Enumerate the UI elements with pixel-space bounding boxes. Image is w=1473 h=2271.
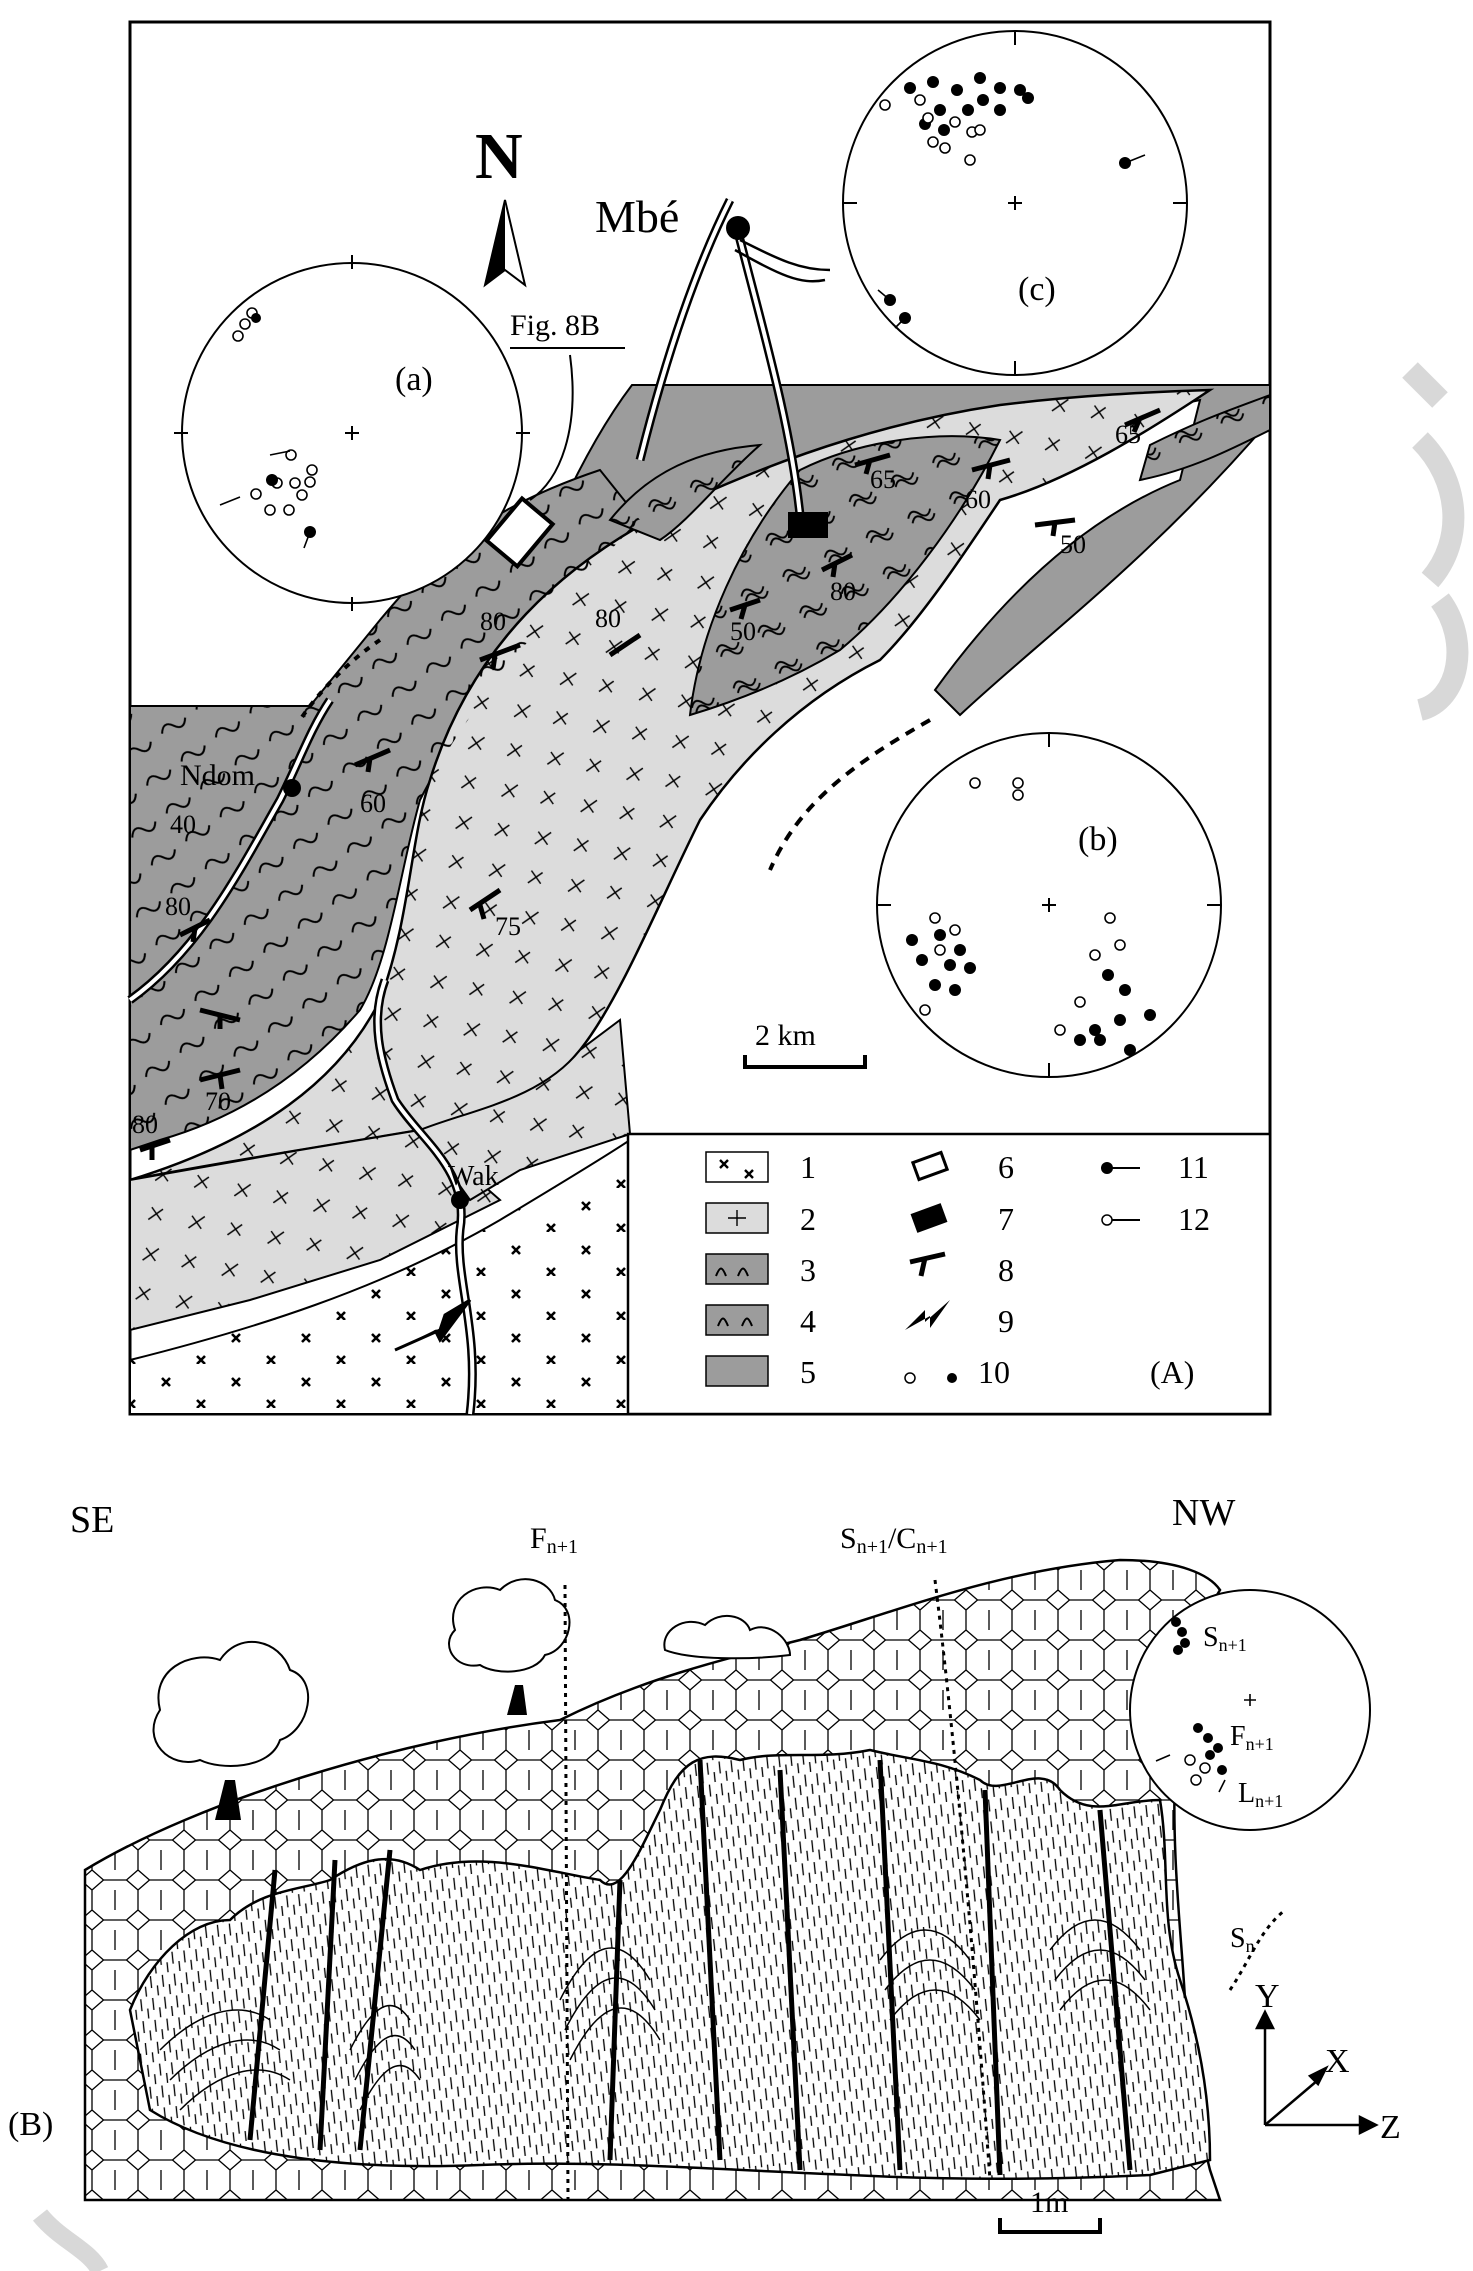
stereonet-a: (a) xyxy=(174,255,530,611)
fig-8b-location-box xyxy=(483,495,556,570)
dip-value: 60 xyxy=(360,789,386,818)
place-mbe: Mbé xyxy=(595,191,679,242)
legend-item-number: 6 xyxy=(998,1149,1014,1185)
dip-symbols xyxy=(139,407,1161,1160)
dip-value: 80 xyxy=(165,892,191,921)
dip-value: 50 xyxy=(1060,530,1086,559)
shear-arrow-icon xyxy=(394,1298,472,1352)
sn1-label: Sn+1 xyxy=(1203,1622,1247,1655)
town-ndom-marker xyxy=(283,779,301,797)
sn-label: Sn xyxy=(1230,1923,1255,1956)
scale-bar-a: 2 km xyxy=(743,1019,867,1069)
legend-item-number: 9 xyxy=(998,1303,1014,1339)
direction-se: SE xyxy=(70,1499,114,1541)
north-label: N xyxy=(475,120,523,193)
tree-icon xyxy=(152,1641,309,1820)
fn1-label: Fn+1 xyxy=(1230,1721,1274,1754)
dip-value: 80 xyxy=(830,577,856,606)
tree-icon xyxy=(448,1578,571,1715)
schistosity-label: Sn+1/Cn+1 xyxy=(840,1522,948,1558)
place-wak: Wak xyxy=(448,1161,499,1192)
legend-item-number: 11 xyxy=(1178,1149,1209,1185)
dip-value: 80 xyxy=(480,607,506,636)
dip-value: 75 xyxy=(495,912,521,941)
dip-value: 60 xyxy=(965,485,991,514)
map-legend: 1 2 3 4 5 6 7 8 9 10 11 12 (A) xyxy=(626,1132,1272,1416)
legend-item-number: 10 xyxy=(978,1354,1010,1390)
xyz-axes-icon xyxy=(1254,2009,1379,2136)
location-marker-7 xyxy=(788,512,828,538)
outcrop-sketch: SE NW (B) Fn+1 Sn+1/Cn+1 Sn+1 Fn+1 Ln+1 … xyxy=(8,1492,1401,2234)
panel-a-label: (A) xyxy=(1150,1354,1194,1390)
legend-item-number: 1 xyxy=(800,1149,816,1185)
dip-value: 70 xyxy=(205,1087,231,1116)
legend-item-number: 12 xyxy=(1178,1201,1210,1237)
ln1-label: Ln+1 xyxy=(1238,1778,1283,1811)
panel-b-label: (B) xyxy=(8,2106,53,2143)
stereonet-outcrop: Sn+1 Fn+1 Ln+1 xyxy=(1129,1589,1371,1831)
dip-value: 50 xyxy=(730,617,756,646)
legend-item-number: 3 xyxy=(800,1252,816,1288)
stereonet-c: (c) xyxy=(842,30,1188,376)
place-ndom: Ndom xyxy=(180,759,255,792)
geological-map: Mbé Ndom Wak N Fig. 8B xyxy=(127,20,1272,1416)
dip-value: 65 xyxy=(870,465,896,494)
axis-z-label: Z xyxy=(1380,2109,1401,2146)
town-wak-marker xyxy=(451,1191,469,1209)
fig-8b-ref: Fig. 8B xyxy=(510,309,600,342)
axis-x-label: X xyxy=(1325,2043,1350,2080)
tree-icon xyxy=(663,1615,792,1660)
direction-nw: NW xyxy=(1172,1492,1235,1534)
stereonet-b-label: (b) xyxy=(1078,821,1118,858)
dip-value: 80 xyxy=(132,1110,158,1139)
axis-y-label: Y xyxy=(1255,1978,1280,2015)
schistosity-trace xyxy=(933,1579,992,2181)
fold-axis-trace xyxy=(563,1584,570,2201)
watermark xyxy=(1402,362,1469,721)
scale-bar-b: 1m xyxy=(998,2186,1102,2234)
stereonet-b: (b) xyxy=(876,732,1222,1078)
legend-item-number: 5 xyxy=(800,1354,816,1390)
fold-axis-label: Fn+1 xyxy=(530,1522,578,1558)
stereonet-c-label: (c) xyxy=(1018,271,1056,308)
legend-item-number: 2 xyxy=(800,1201,816,1237)
stereonet-a-label: (a) xyxy=(395,361,433,398)
legend-item-number: 7 xyxy=(998,1201,1014,1237)
town-mbe-marker xyxy=(726,216,750,240)
legend-item-number: 4 xyxy=(800,1303,816,1339)
dip-value: 80 xyxy=(595,604,621,633)
dip-value: 65 xyxy=(1115,420,1141,449)
svg-text:2 km: 2 km xyxy=(755,1019,816,1052)
svg-text:1m: 1m xyxy=(1030,2186,1068,2219)
dip-value: 40 xyxy=(170,810,196,839)
legend-item-number: 8 xyxy=(998,1252,1014,1288)
